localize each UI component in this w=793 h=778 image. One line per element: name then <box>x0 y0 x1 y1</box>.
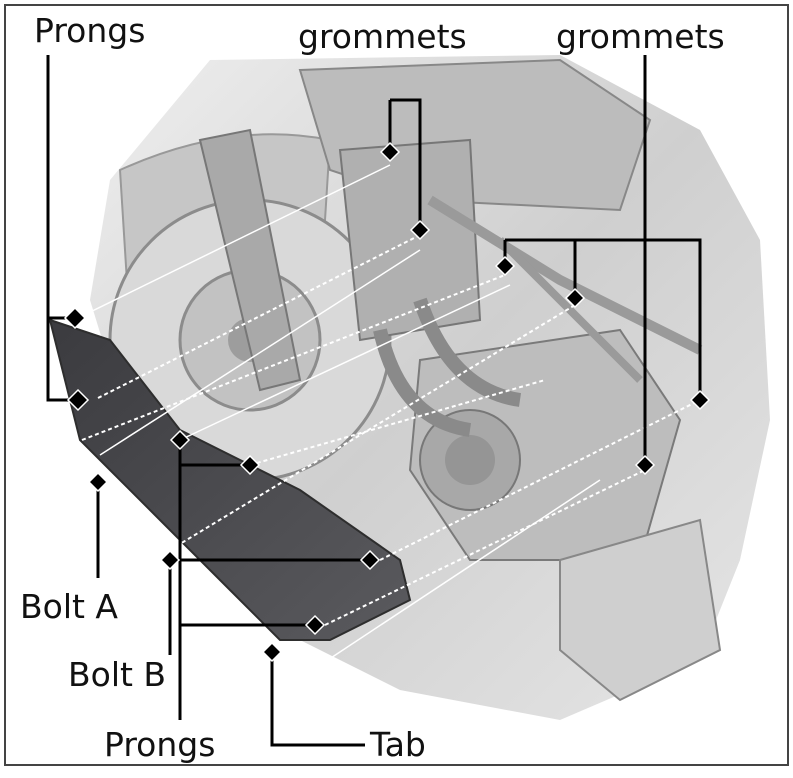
label-bolt-a: Bolt A <box>20 590 118 623</box>
label-tab: Tab <box>370 728 426 761</box>
label-grommets-center: grommets <box>298 20 467 53</box>
label-grommets-right: grommets <box>556 20 725 53</box>
label-prongs-bottom: Prongs <box>104 728 215 761</box>
label-bolt-b: Bolt B <box>68 658 166 691</box>
label-prongs-top: Prongs <box>34 14 145 47</box>
